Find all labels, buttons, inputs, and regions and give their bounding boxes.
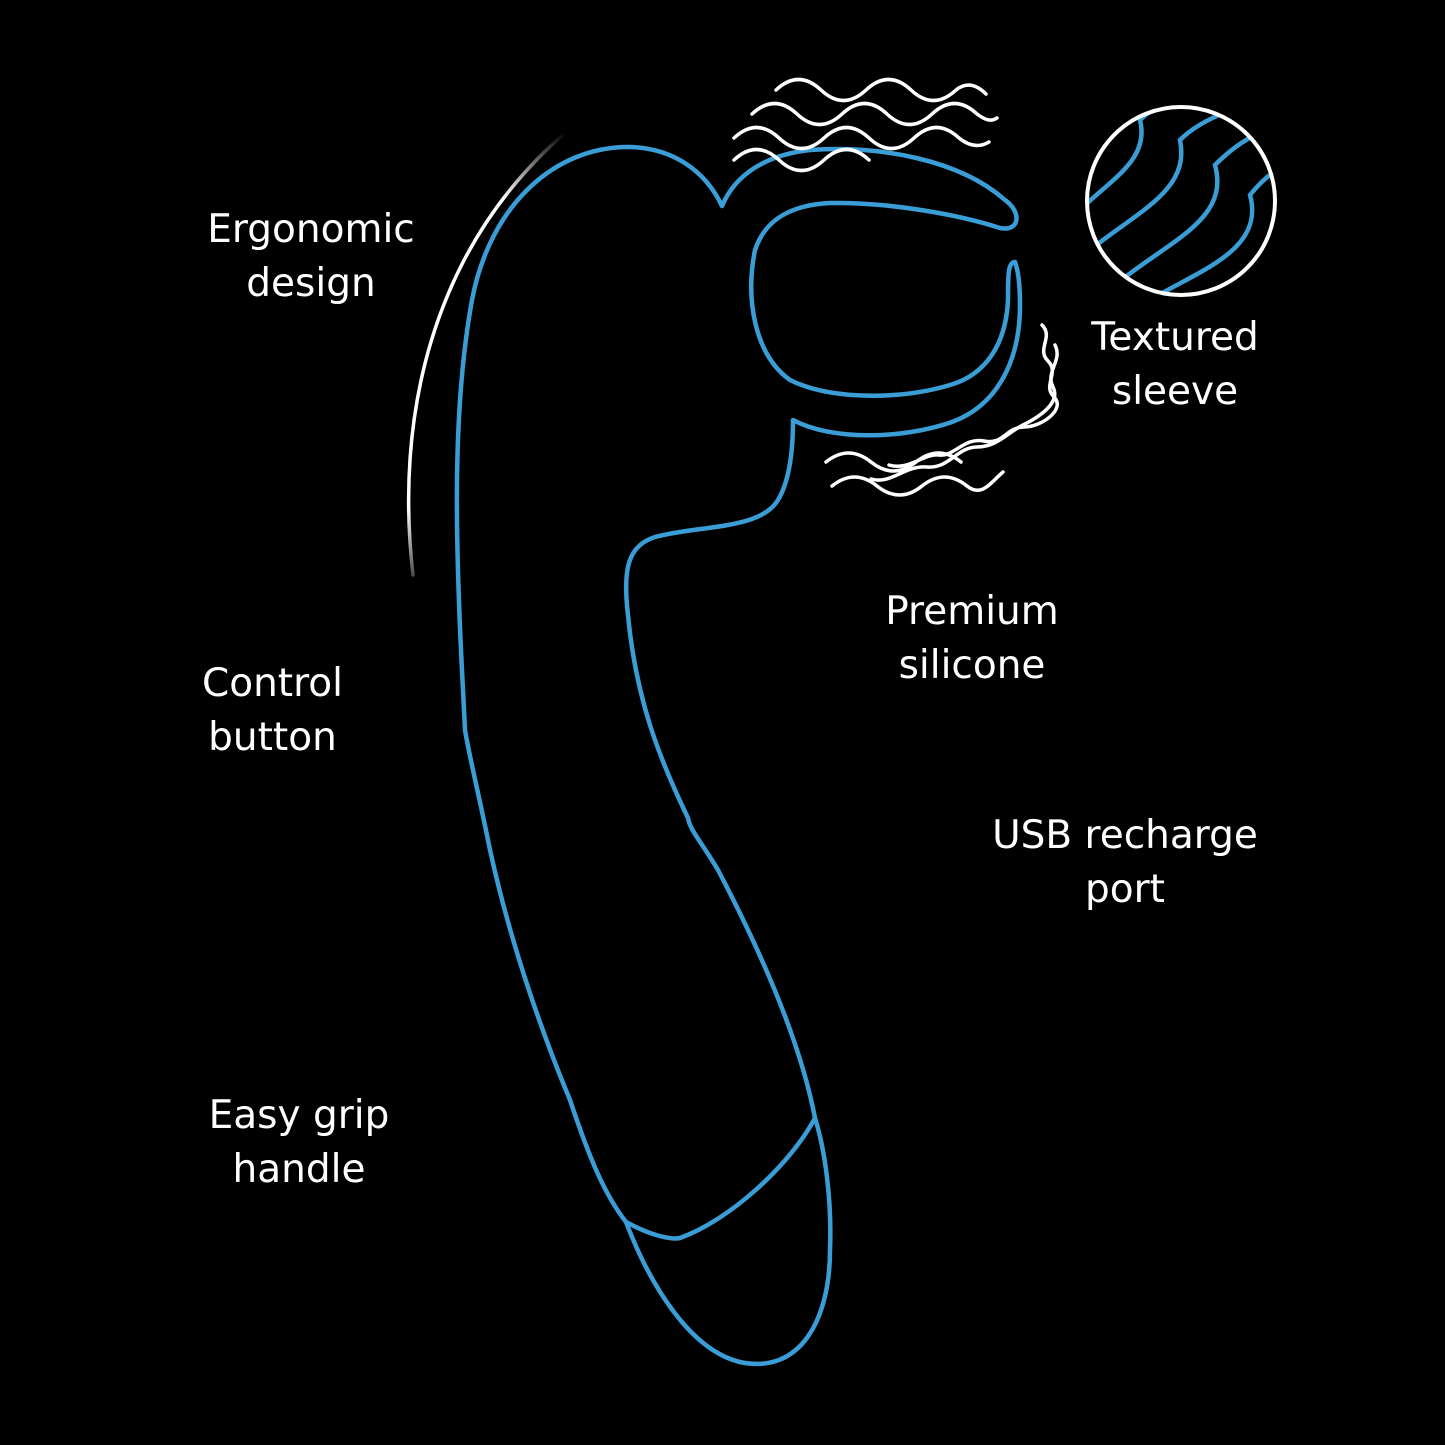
- usb-recharge-port-label: USB recharge port: [960, 809, 1290, 917]
- ergonomic-design-label: Ergonomic design: [185, 203, 437, 311]
- premium-line1: Premium: [885, 589, 1059, 634]
- ergonomic-line1: Ergonomic: [207, 207, 415, 252]
- textured-sleeve-label: Textured sleeve: [1065, 311, 1285, 419]
- easy-grip-line1: Easy grip: [208, 1093, 390, 1138]
- textured-line2: sleeve: [1111, 369, 1239, 414]
- usb-line1: USB recharge: [992, 813, 1258, 858]
- vibration-waves-bottom: [824, 323, 1059, 497]
- control-button-label: Control button: [160, 657, 385, 765]
- easy-grip-line2: handle: [232, 1147, 366, 1192]
- texture-magnifier-circle: [1085, 105, 1277, 297]
- handle-band-outline: [623, 1115, 818, 1241]
- textured-line1: Textured: [1091, 315, 1259, 360]
- premium-line2: silicone: [898, 643, 1046, 688]
- ergonomic-line2: design: [246, 261, 376, 306]
- control-line1: Control: [202, 661, 343, 706]
- ergonomic-arc-line: [406, 131, 567, 577]
- easy-grip-handle-label: Easy grip handle: [185, 1089, 413, 1197]
- control-line2: button: [208, 715, 337, 760]
- premium-silicone-label: Premium silicone: [862, 585, 1082, 693]
- vibration-waves-top: [732, 77, 999, 173]
- device-body-outline: [454, 144, 1023, 1367]
- usb-line2: port: [1085, 867, 1165, 912]
